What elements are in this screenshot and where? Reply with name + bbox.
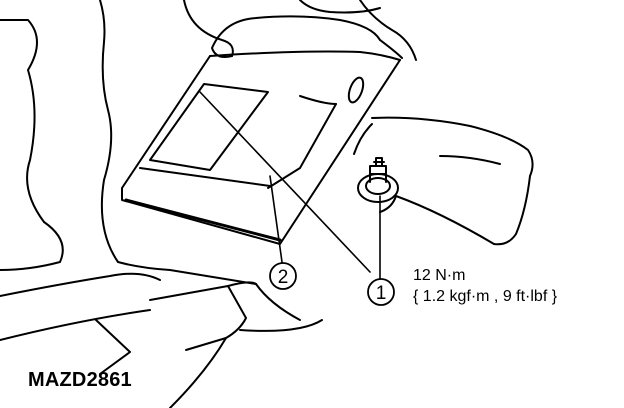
callout-2: 2 <box>269 262 297 290</box>
callout-2-number: 2 <box>278 267 289 288</box>
figure-code-label: MAZD2861 <box>28 369 132 391</box>
body-panel-outline <box>0 0 257 285</box>
leader-lines <box>199 91 381 281</box>
callout-1-number: 1 <box>376 283 387 304</box>
nut-fastener <box>357 157 399 203</box>
cover-outline <box>121 50 401 245</box>
floor-tray-outline <box>0 272 323 408</box>
torque-spec-metric: 12 N·m <box>413 267 466 284</box>
upper-duct-outline <box>183 0 417 61</box>
callout-1: 1 <box>367 278 395 306</box>
bracket-outline <box>353 116 534 246</box>
torque-spec-imperial: { 1.2 kgf·m , 9 ft·lbf } <box>413 288 558 305</box>
